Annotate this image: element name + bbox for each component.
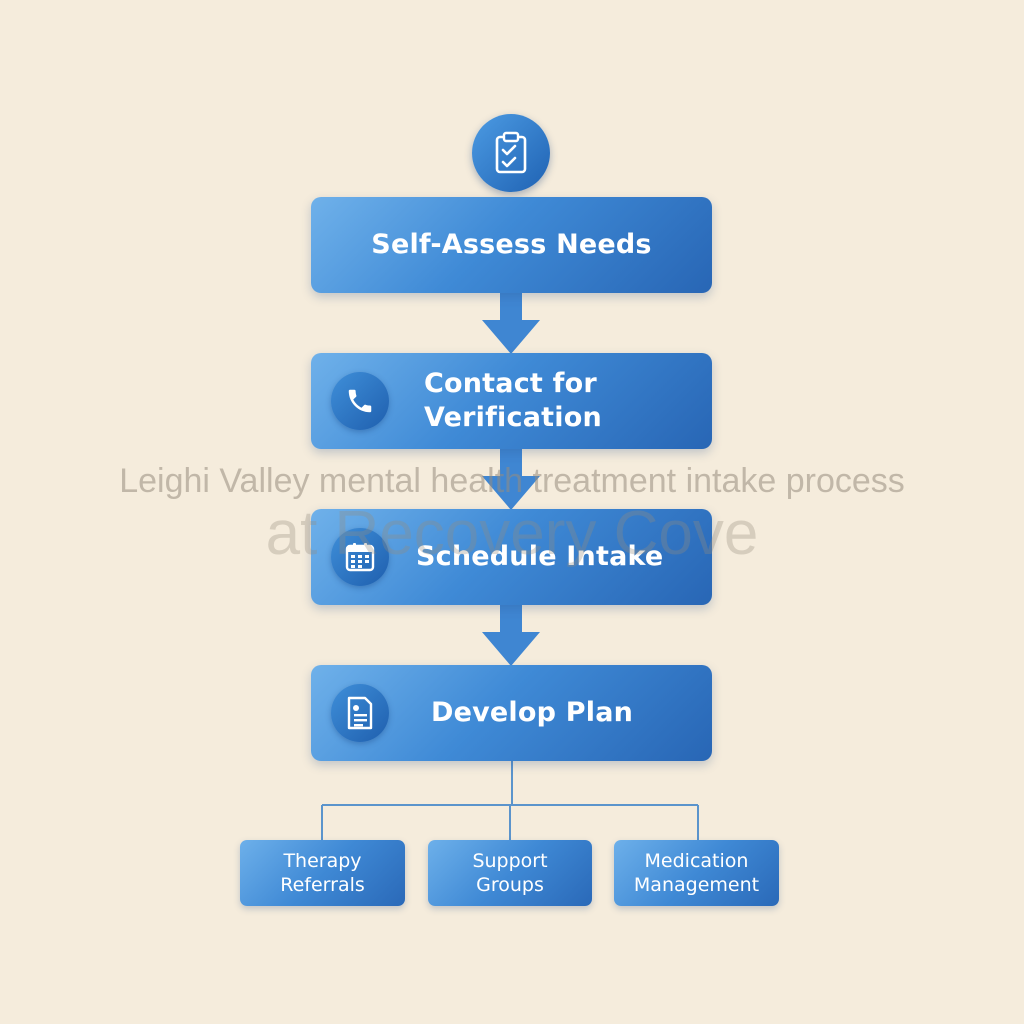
- outcome-therapy-referrals: Therapy Referrals: [240, 840, 405, 906]
- step-contact-verification: Contact for Verification: [311, 353, 712, 449]
- step-label: Schedule Intake: [416, 541, 664, 572]
- down-arrow-2: [482, 448, 540, 510]
- step-label: Develop Plan: [431, 697, 634, 728]
- document-icon: [331, 684, 389, 742]
- phone-icon: [331, 372, 389, 430]
- clipboard-check-icon: [472, 114, 550, 192]
- calendar-icon: [331, 528, 389, 586]
- step-label: Self-Assess Needs: [371, 229, 652, 260]
- step-label: Contact for Verification: [424, 368, 602, 433]
- step-self-assess: Self-Assess Needs: [311, 197, 712, 293]
- outcome-medication-management: Medication Management: [614, 840, 779, 906]
- step-schedule-intake: Schedule Intake: [311, 509, 712, 605]
- down-arrow-1: [482, 292, 540, 354]
- outcome-support-groups: Support Groups: [428, 840, 592, 906]
- step-develop-plan: Develop Plan: [311, 665, 712, 761]
- down-arrow-3: [482, 604, 540, 666]
